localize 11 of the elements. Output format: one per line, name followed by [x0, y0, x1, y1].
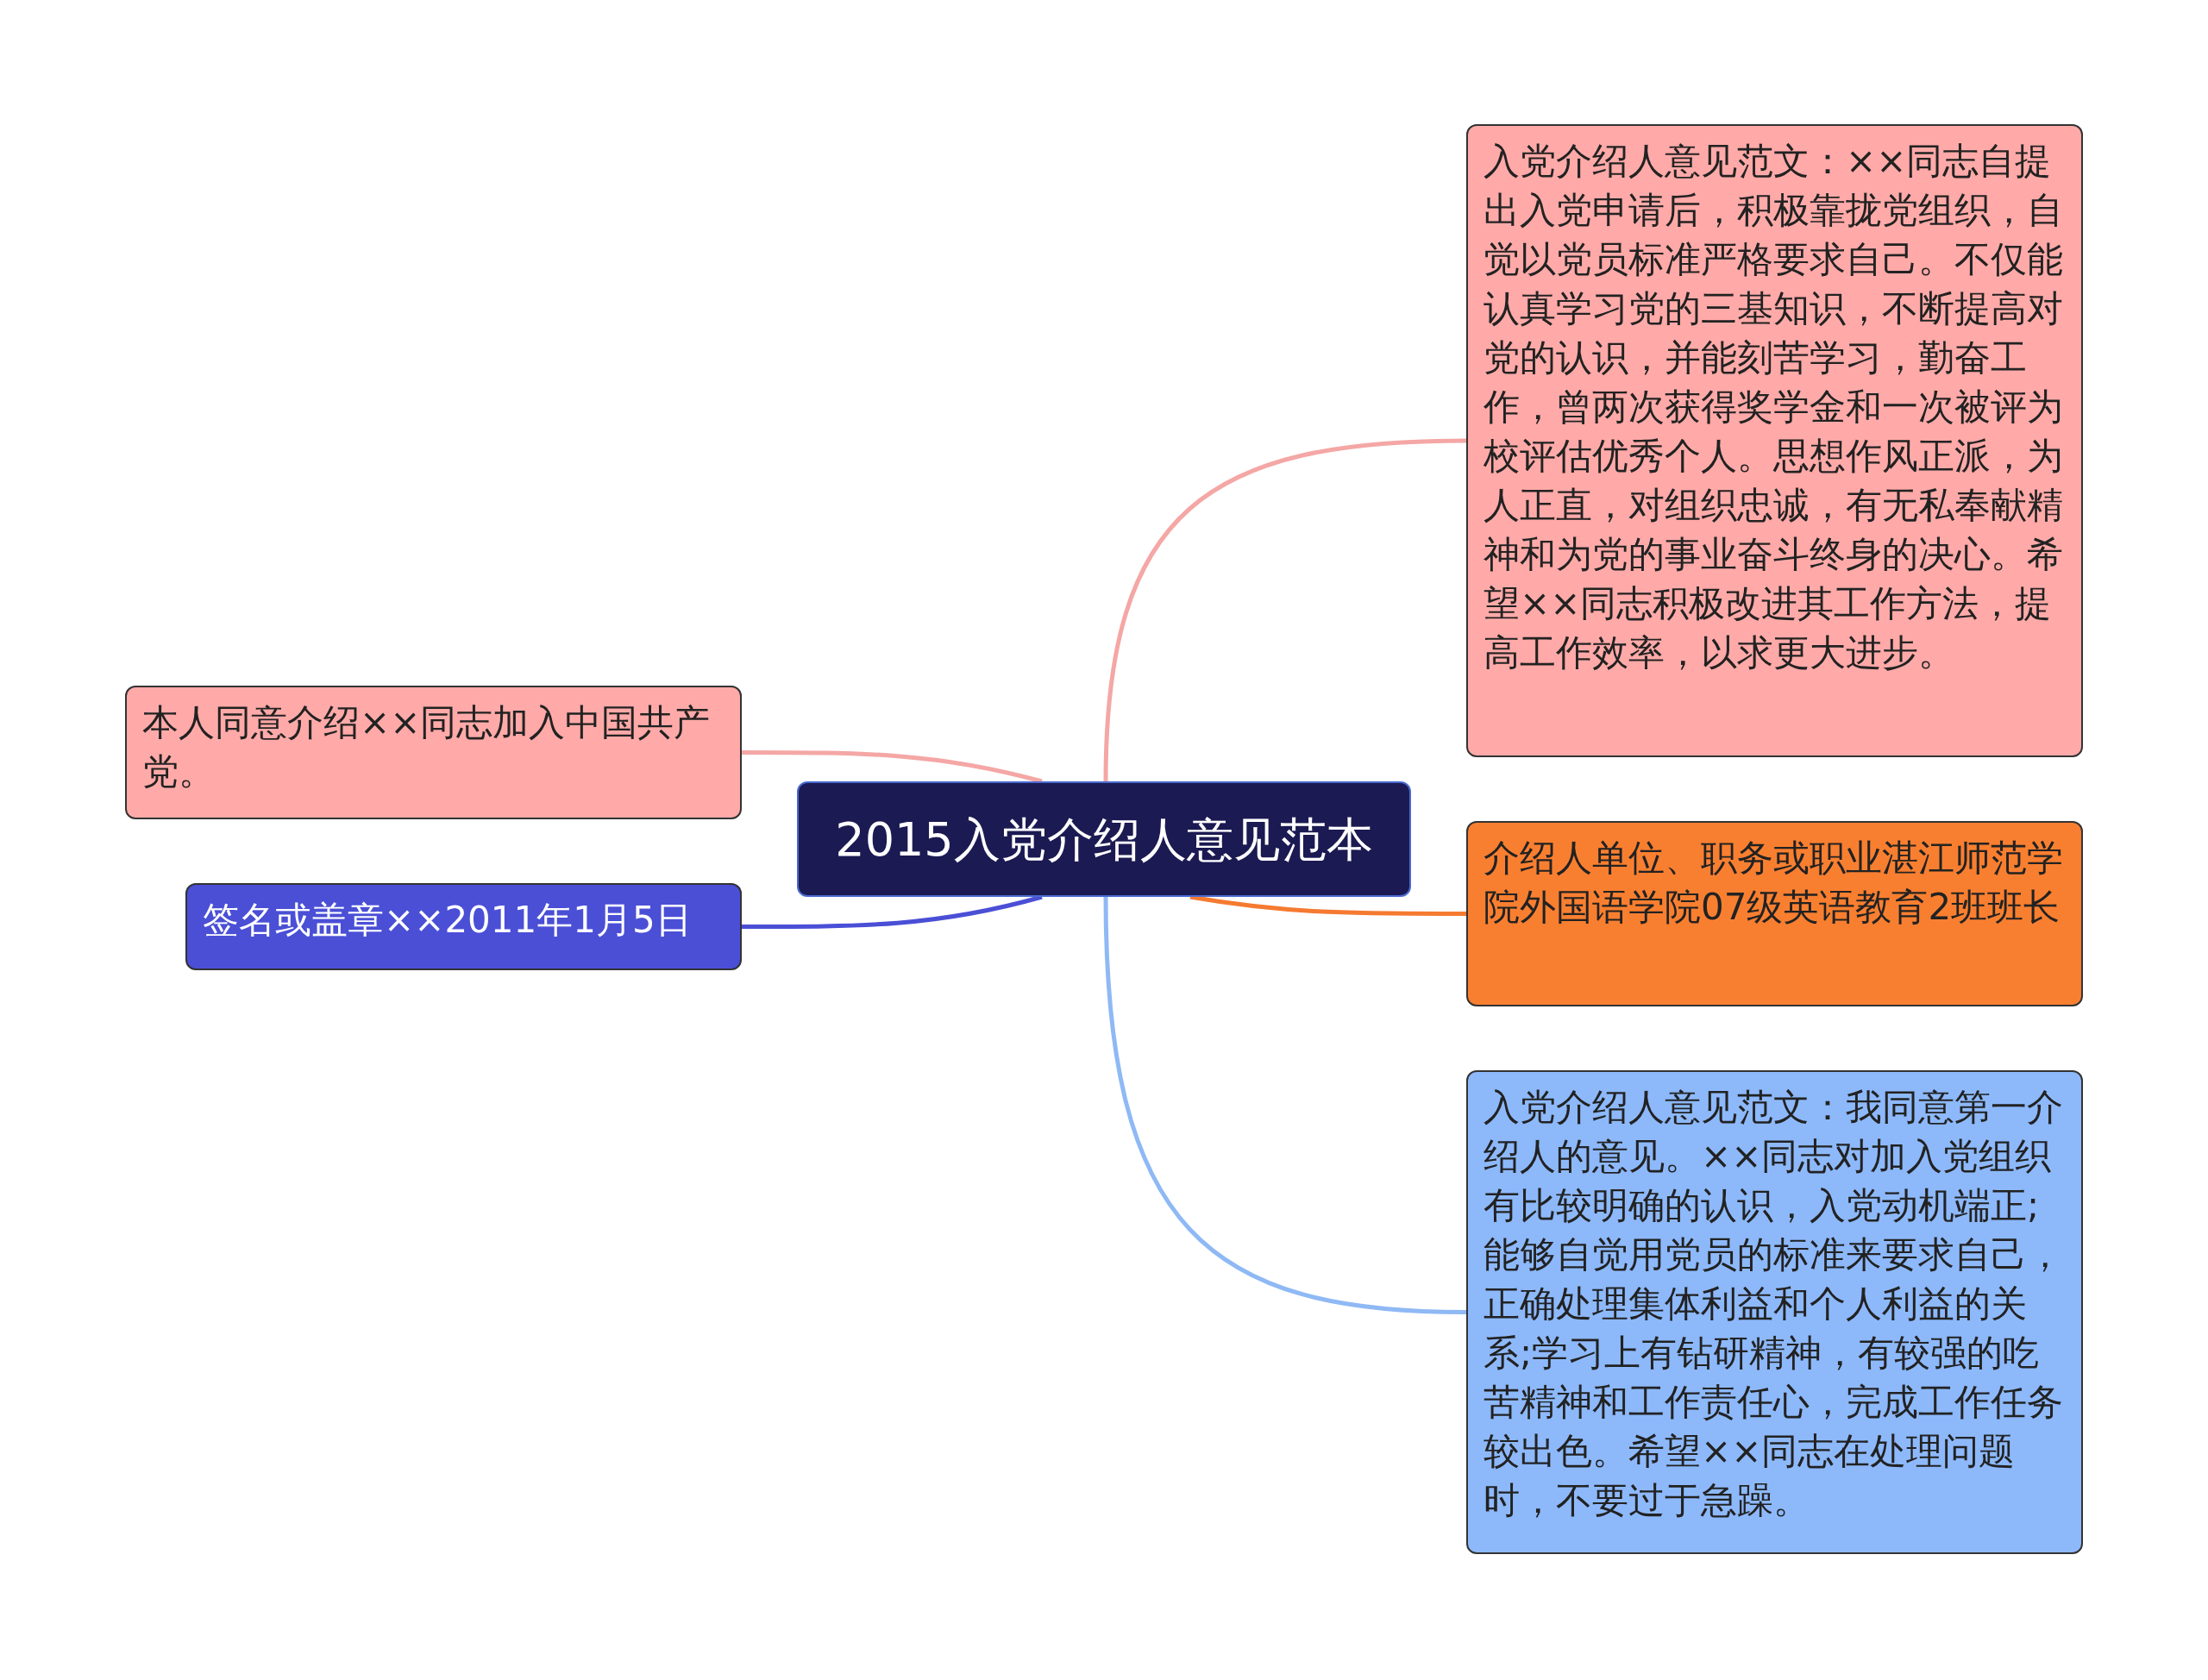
- connector-line: [742, 750, 1043, 784]
- topic-box: 签名或盖章××2011年1月5日: [185, 883, 742, 970]
- topic-box: 介绍人单位、职务或职业湛江师范学院外国语学院07级英语教育2班班长: [1466, 821, 2083, 1006]
- central-topic-box: 2015入党介绍人意见范本: [797, 781, 1411, 897]
- connector-line: [1103, 438, 1467, 782]
- connector-line: [1103, 896, 1467, 1314]
- topic-box: 本人同意介绍××同志加入中国共产党。: [125, 686, 742, 819]
- connector-line: [1189, 894, 1466, 916]
- topic-box: 入党介绍人意见范文：××同志自提出入党申请后，积极靠拢党组织，自觉以党员标准严格要求自己。不仅能认真学习党的三基知识，不断提高对党的认识，并能刻苦学习，勤奋工作，曾两次获得奖学金和一次被评为校评估优秀个人。思想作风正派，为人正直，对组织忠诚，有无私奉献精神和为党的事业奋斗终身的决心。希望××同志积极改进其工作方法，提高工作效率，以求更大进步。: [1466, 124, 2083, 757]
- connector-line: [742, 894, 1043, 929]
- topic-box: 入党介绍人意见范文：我同意第一介绍人的意见。××同志对加入党组织有比较明确的认识，入党动机端正;能够自觉用党员的标准来要求自己，正确处理集体利益和个人利益的关系;学习上有钻研精神，有较强的吃苦精神和工作责任心，完成工作任务较出色。希望××同志在处理问题时，不要过于急躁。: [1466, 1070, 2083, 1554]
